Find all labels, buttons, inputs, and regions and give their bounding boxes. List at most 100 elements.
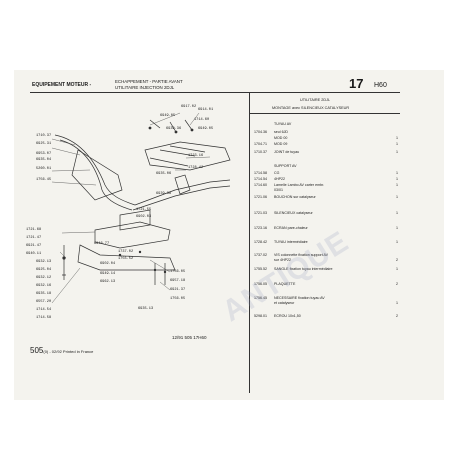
- parts-row: sur 4HP22 2: [254, 258, 398, 262]
- parts-row: 1728.42 TUYAU intermédiaire 1: [254, 240, 398, 244]
- part-label: 6925.31: [36, 142, 52, 146]
- part-label: 1721.68: [26, 228, 42, 232]
- section-heading: EQUIPEMENT MOTEUR -: [32, 82, 92, 88]
- header-rule: [30, 92, 400, 93]
- part-label: 6557.20: [36, 300, 52, 304]
- part-description: SANGLE fixation tuyau intermédiaire: [274, 267, 333, 271]
- part-label: 6949.05: [198, 127, 214, 131]
- part-code: 1714.54: [254, 177, 267, 181]
- part-description: TUYAU intermédiaire: [274, 240, 308, 244]
- part-description: SUPPORT AV: [274, 164, 297, 168]
- part-label: 6921.37: [170, 288, 186, 292]
- part-label: 6935.13: [138, 307, 154, 311]
- part-code: 1704.36: [254, 130, 267, 134]
- part-code: 1710.37: [254, 150, 267, 154]
- part-quantity: 2: [396, 282, 398, 286]
- table-title: UTILITAIRE 2DJL: [300, 98, 331, 102]
- part-code: 1755.52: [254, 267, 267, 271]
- part-label: 6935.04: [36, 158, 52, 162]
- page-code: H60: [374, 82, 387, 89]
- part-description: JOINT de tuyau: [274, 150, 300, 154]
- footer-page-ref: 505: [30, 346, 44, 355]
- part-label: 6957.18: [170, 279, 186, 283]
- part-description: et catalyseur: [274, 301, 295, 305]
- part-label: 1728.42: [188, 166, 204, 170]
- part-label: 1737.02: [118, 250, 134, 254]
- part-quantity: 2: [396, 314, 398, 318]
- part-description: NECESSAIRE fixation tuyau AV: [274, 296, 325, 300]
- page-footer: 505(0) - 02/92 Printed in France: [30, 346, 93, 355]
- footer-edition: (0) - 02/92 Printed in France: [43, 349, 94, 354]
- page-number: 17: [349, 76, 364, 91]
- support-bracket: [94, 221, 171, 249]
- heat-shield: [144, 141, 231, 171]
- part-label: 1714.58: [36, 316, 52, 320]
- part-label: 6962.13: [100, 280, 116, 284]
- part-description: sur 4HP22: [274, 258, 291, 262]
- part-label: 6932.13: [36, 260, 52, 264]
- part-code: 5298.01: [254, 314, 267, 318]
- part-label: 5260.01: [36, 167, 52, 171]
- part-description: TUYAU AV: [274, 122, 292, 126]
- part-label: 1755.52: [118, 257, 134, 261]
- part-label: 1756.05: [170, 270, 186, 274]
- subtitle-line-1: ECHAPPEMENT - PARTIE AVANT: [115, 79, 183, 84]
- part-label: 1714.60: [194, 118, 210, 122]
- catalog-page: [14, 70, 444, 400]
- part-code: 1756.45: [254, 296, 267, 300]
- part-code: 1714.58: [254, 171, 267, 175]
- table-rule: [250, 113, 400, 114]
- part-label: 6949.05: [160, 114, 176, 118]
- part-quantity: 1: [396, 171, 398, 175]
- part-label: 1721.47: [26, 236, 42, 240]
- catalytic-converter-body: [71, 149, 123, 201]
- parts-row: 1704.71 MOD 09 1: [254, 142, 398, 146]
- part-quantity: 1: [396, 142, 398, 146]
- part-description: PLAQUETTE: [274, 282, 296, 286]
- part-description: ECROU 10x1,50: [274, 314, 301, 318]
- part-description: 03/01: [274, 188, 283, 192]
- part-label: 1723.16: [188, 154, 204, 158]
- part-label: 6914.01: [198, 108, 214, 112]
- part-description: MOD 00: [274, 136, 288, 140]
- part-label: 1710.37: [36, 134, 52, 138]
- subtitle-line-2: UTILITAIRE INJECTION 2DJL: [115, 84, 175, 90]
- part-label: 6953.07: [36, 152, 52, 156]
- part-quantity: 1: [396, 240, 398, 244]
- parts-row: 1704.36 seul 6JD: [254, 130, 390, 134]
- part-label: 6935.06: [156, 172, 172, 176]
- print-stamp: 12/91 505 17H60: [172, 335, 207, 340]
- part-code: 1728.42: [254, 240, 267, 244]
- part-quantity: 1: [396, 226, 398, 230]
- part-quantity: 1: [396, 136, 398, 140]
- parts-row: 1710.37 JOINT de tuyau 1: [254, 150, 398, 154]
- part-code: 1721.03: [254, 211, 267, 215]
- part-description: Lamelle Lambo AV carter embr.: [274, 183, 325, 187]
- part-quantity: 1: [396, 267, 398, 271]
- part-label: 6935.18: [36, 292, 52, 296]
- part-label: 6939.36: [166, 127, 182, 131]
- part-code: 1721.06: [254, 195, 267, 199]
- part-label: 6902.04: [100, 262, 116, 266]
- part-label: 6921.47: [26, 244, 42, 248]
- part-description: MOD 09: [274, 142, 288, 146]
- part-code: 1756.05: [254, 282, 267, 286]
- part-quantity: 1: [396, 150, 398, 154]
- part-code: 1704.71: [254, 142, 267, 146]
- part-quantity: 2: [396, 258, 398, 262]
- part-description: 4HP22: [274, 177, 285, 181]
- part-description: seul 6JD: [274, 130, 288, 134]
- table-subtitle: MONTAGE avec SILENCIEUX CATALYSEUR: [272, 106, 350, 110]
- parts-row: 1756.45 NECESSAIRE fixation tuyau AV: [254, 296, 390, 300]
- parts-row: 1756.05 PLAQUETTE 2: [254, 282, 398, 286]
- part-code: 1737.02: [254, 253, 267, 257]
- parts-row: 03/01: [254, 188, 390, 192]
- part-label: 1756.45: [36, 178, 52, 182]
